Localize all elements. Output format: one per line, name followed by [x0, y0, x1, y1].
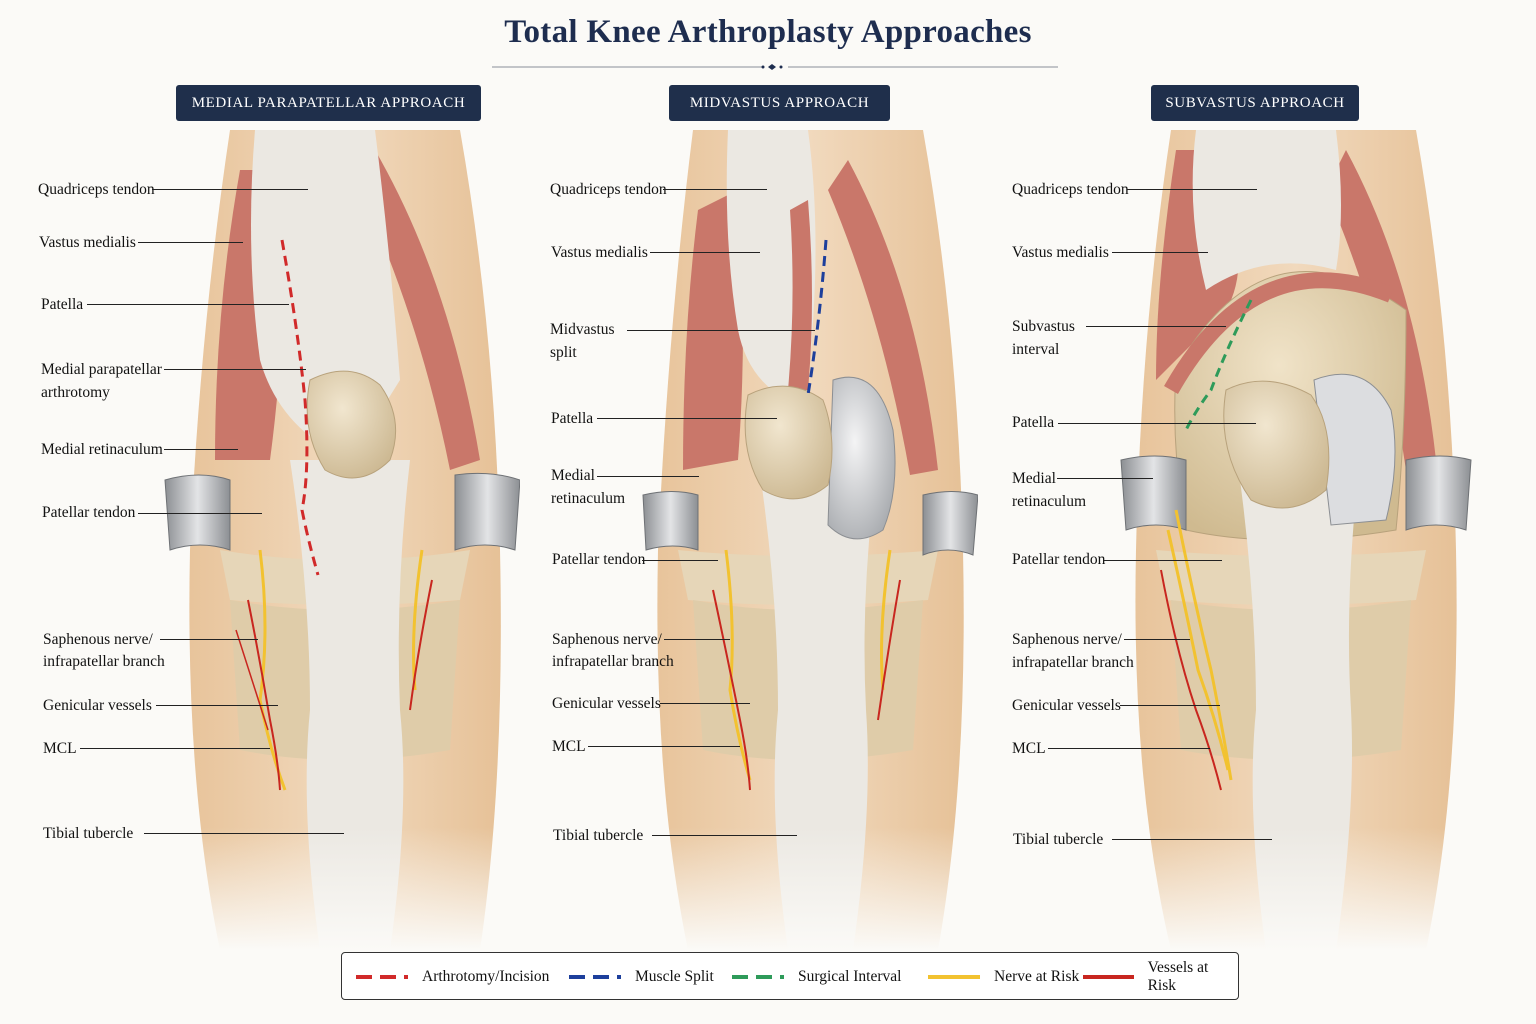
leader-line: [1120, 705, 1220, 706]
header-medial-parapatellar: MEDIAL PARAPATELLAR APPROACH: [176, 85, 481, 121]
legend-label: Vessels at Risk: [1147, 959, 1209, 994]
label-saphenous-nerve-line1: Saphenous nerve/: [1012, 631, 1122, 648]
label-subvastus-interval-line1: Subvastus: [1012, 318, 1075, 335]
knee-illustration-midvastus: [638, 130, 978, 950]
label-genicular-vessels: Genicular vessels: [552, 695, 661, 712]
leader-line: [588, 746, 740, 747]
legend-swatch: [356, 975, 408, 979]
label-saphenous-nerve-line2: infrapatellar branch: [1012, 654, 1134, 671]
label-tibial-tubercle: Tibial tubercle: [1013, 831, 1104, 848]
label-vastus-medialis: Vastus medialis: [1012, 244, 1109, 261]
legend-item-surgical-interval: Surgical Interval: [732, 953, 901, 1001]
knee-illustration-subvastus: [1116, 130, 1476, 950]
label-saphenous-nerve-line1: Saphenous nerve/: [552, 631, 662, 648]
leader-line: [152, 189, 308, 190]
leader-line: [627, 330, 815, 331]
label-patellar-tendon: Patellar tendon: [42, 504, 136, 521]
leader-line: [1124, 639, 1190, 640]
legend-label: Arthrotomy/Incision: [422, 968, 550, 985]
title-divider: [492, 64, 1058, 70]
label-saphenous-nerve-line1: Saphenous nerve/: [43, 631, 153, 648]
leader-line: [1127, 189, 1257, 190]
label-quadriceps-tendon: Quadriceps tendon: [1012, 181, 1129, 198]
label-vastus-medialis: Vastus medialis: [551, 244, 648, 261]
label-medial-retinaculum: Medial retinaculum: [41, 441, 163, 458]
leader-line: [1086, 326, 1226, 327]
label-medial-retinaculum-line2: retinaculum: [1012, 493, 1087, 510]
header-midvastus: MIDVASTUS APPROACH: [669, 85, 890, 121]
leader-line: [80, 748, 270, 749]
leader-line: [660, 703, 750, 704]
legend: Arthrotomy/Incision Muscle Split Surgica…: [341, 952, 1239, 1000]
legend-swatch: [1083, 975, 1134, 979]
leader-line: [1048, 748, 1210, 749]
label-medial-retinaculum-line2: retinaculum: [551, 490, 626, 507]
leader-line: [597, 418, 777, 419]
leader-line: [160, 639, 258, 640]
label-medial-retinaculum-line1: Medial: [551, 467, 595, 484]
label-quadriceps-tendon: Quadriceps tendon: [38, 181, 155, 198]
label-mcl: MCL: [552, 738, 586, 755]
legend-label: Surgical Interval: [798, 968, 902, 985]
legend-label: Nerve at Risk: [994, 968, 1080, 985]
page-title: Total Knee Arthroplasty Approaches: [504, 14, 1032, 50]
leader-line: [156, 705, 278, 706]
label-medial-retinaculum-line1: Medial: [1012, 470, 1056, 487]
label-subvastus-interval-line2: interval: [1012, 341, 1060, 358]
label-arthrotomy-line1: Medial parapatellar: [41, 361, 162, 378]
leader-line: [164, 449, 238, 450]
legend-item-muscle-split: Muscle Split: [569, 953, 714, 1001]
leader-line: [642, 560, 718, 561]
label-patella: Patella: [551, 410, 594, 427]
leader-line: [652, 835, 797, 836]
legend-item-vessels-at-risk: Vessels at Risk: [1083, 953, 1238, 1001]
legend-item-arthrotomy: Arthrotomy/Incision: [356, 953, 549, 1001]
label-tibial-tubercle: Tibial tubercle: [553, 827, 644, 844]
legend-label: Muscle Split: [635, 968, 714, 985]
label-midvastus-split-line2: split: [550, 344, 577, 361]
label-patella: Patella: [41, 296, 84, 313]
leader-line: [138, 242, 243, 243]
label-quadriceps-tendon: Quadriceps tendon: [550, 181, 667, 198]
leader-line: [1058, 423, 1256, 424]
leader-line: [1112, 252, 1208, 253]
leader-line: [650, 252, 760, 253]
header-subvastus: SUBVASTUS APPROACH: [1151, 85, 1359, 121]
knee-illustration-medial-parapatellar: [160, 130, 520, 950]
label-saphenous-nerve-line2: infrapatellar branch: [552, 653, 674, 670]
leader-line: [1104, 560, 1222, 561]
label-tibial-tubercle: Tibial tubercle: [43, 825, 134, 842]
leader-line: [663, 189, 767, 190]
label-mcl: MCL: [43, 740, 77, 757]
leader-line: [597, 476, 699, 477]
label-genicular-vessels: Genicular vessels: [43, 697, 152, 714]
label-arthrotomy-line2: arthrotomy: [41, 384, 110, 401]
label-patellar-tendon: Patellar tendon: [552, 551, 646, 568]
leader-line: [144, 833, 344, 834]
label-saphenous-nerve-line2: infrapatellar branch: [43, 653, 165, 670]
label-genicular-vessels: Genicular vessels: [1012, 697, 1121, 714]
label-patella: Patella: [1012, 414, 1055, 431]
leader-line: [1112, 839, 1272, 840]
legend-swatch: [732, 975, 784, 979]
leader-line: [138, 513, 262, 514]
label-patellar-tendon: Patellar tendon: [1012, 551, 1106, 568]
leader-line: [87, 304, 289, 305]
leader-line: [164, 369, 306, 370]
label-vastus-medialis: Vastus medialis: [39, 234, 136, 251]
label-midvastus-split-line1: Midvastus: [550, 321, 615, 338]
legend-item-nerve-at-risk: Nerve at Risk: [928, 953, 1079, 1001]
label-mcl: MCL: [1012, 740, 1046, 757]
leader-line: [664, 639, 730, 640]
leader-line: [1057, 478, 1153, 479]
legend-swatch: [928, 975, 980, 979]
legend-swatch: [569, 975, 621, 979]
